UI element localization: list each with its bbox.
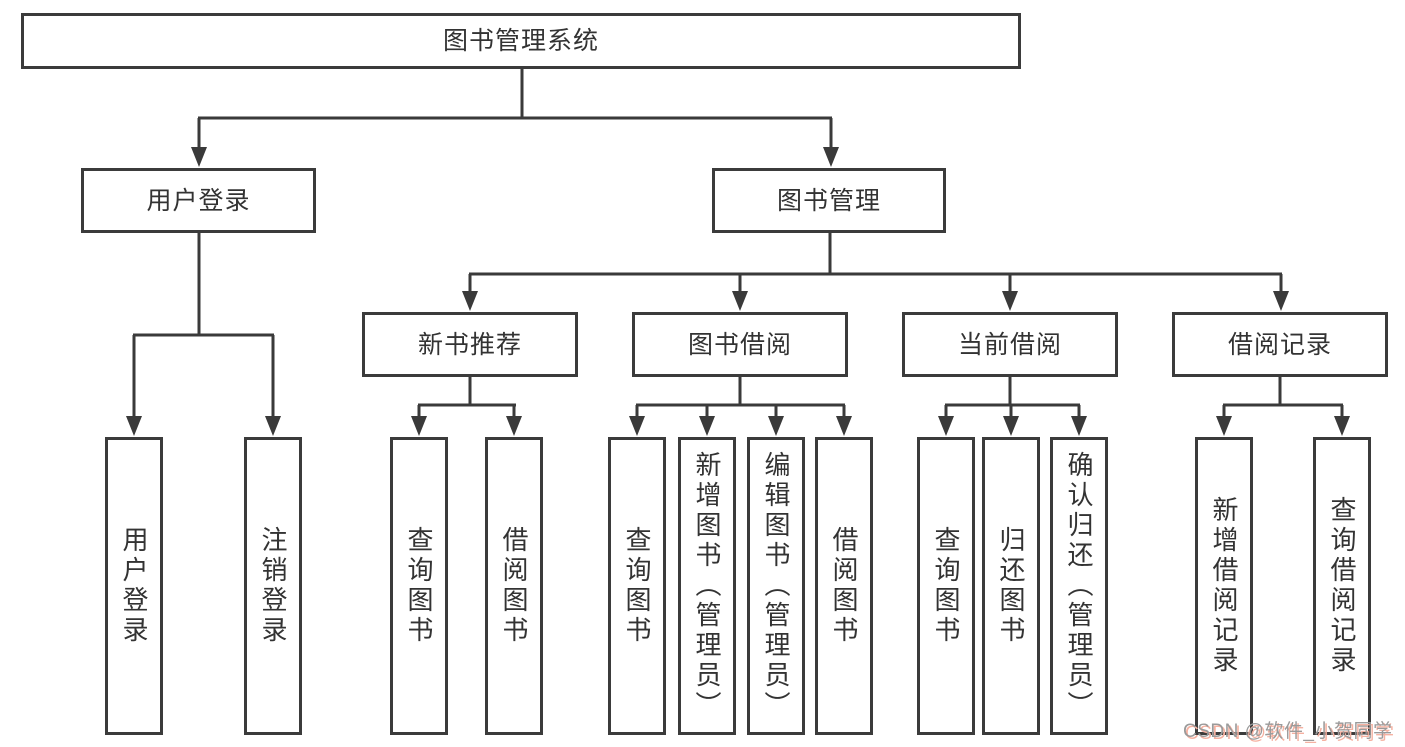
node-library-management-system: 图书管理系统	[21, 13, 1021, 69]
node-new-book-recommend: 新书推荐	[362, 312, 578, 377]
connector-user-login-children	[126, 231, 281, 436]
leaf-borrow-borrow-books: 借阅图书	[815, 437, 873, 735]
connector-new-book-children	[411, 375, 522, 436]
node-book-borrow: 图书借阅	[632, 312, 848, 377]
connector-root-to-level2	[191, 66, 839, 167]
leaf-current-confirm-return-admin: 确认归还（管理员）	[1050, 437, 1108, 735]
connector-current-borrow-children	[938, 375, 1087, 436]
leaf-recommend-borrow-books: 借阅图书	[485, 437, 543, 735]
csdn-watermark: CSDN @软件_小贺同学	[1183, 721, 1393, 742]
leaf-recommend-query-books: 查询图书	[390, 437, 448, 735]
leaf-logout: 注销登录	[244, 437, 302, 735]
node-current-borrow: 当前借阅	[902, 312, 1118, 377]
connector-borrow-records-children	[1216, 375, 1350, 436]
leaf-current-query-books: 查询图书	[917, 437, 975, 735]
leaf-records-add-borrow-record: 新增借阅记录	[1195, 437, 1253, 735]
leaf-borrow-edit-books-admin: 编辑图书（管理员）	[747, 437, 805, 735]
connector-book-borrow-children	[629, 375, 852, 436]
node-user-login: 用户登录	[81, 168, 316, 233]
leaf-borrow-add-books-admin: 新增图书（管理员）	[678, 437, 736, 735]
node-borrow-records: 借阅记录	[1172, 312, 1388, 377]
leaf-current-return-books: 归还图书	[982, 437, 1040, 735]
leaf-user-login: 用户登录	[105, 437, 163, 735]
connector-book-management-children	[462, 231, 1289, 311]
node-book-management: 图书管理	[712, 168, 946, 233]
leaf-records-query-borrow-record: 查询借阅记录	[1313, 437, 1371, 735]
leaf-borrow-query-books: 查询图书	[608, 437, 666, 735]
